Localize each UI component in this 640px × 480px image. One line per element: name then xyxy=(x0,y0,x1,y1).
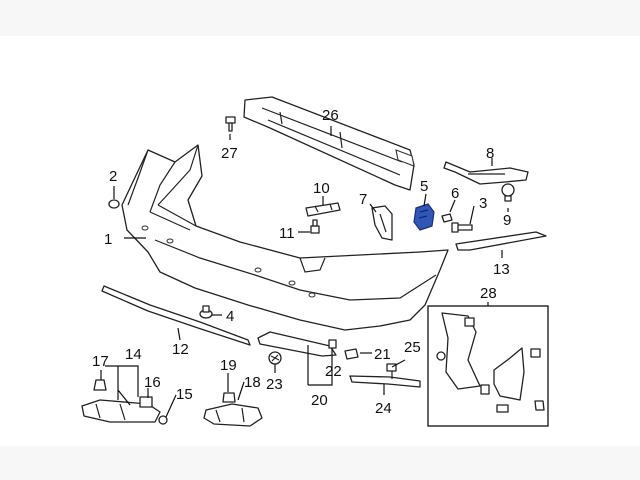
callout-12: 12 xyxy=(172,341,189,358)
callout-15: 15 xyxy=(176,386,193,403)
part-19-bulb[interactable] xyxy=(222,392,236,403)
callout-27: 27 xyxy=(221,145,238,162)
part-16-lamp-socket[interactable] xyxy=(139,396,153,408)
callout-9: 9 xyxy=(503,212,511,229)
part-13-strip[interactable] xyxy=(455,231,547,251)
part-15-screw[interactable] xyxy=(158,415,168,425)
callout-16: 16 xyxy=(144,374,161,391)
part-4-clip[interactable] xyxy=(199,305,213,319)
part-1-bumper-cover[interactable] xyxy=(121,144,449,331)
callout-19: 19 xyxy=(220,357,237,374)
part-25-bolt[interactable] xyxy=(386,363,397,379)
callout-6: 6 xyxy=(451,185,459,202)
part-21-clip[interactable] xyxy=(344,348,359,360)
part-9-nut[interactable] xyxy=(501,183,515,202)
callout-14: 14 xyxy=(125,346,142,363)
part-24-lower-strip[interactable] xyxy=(349,375,421,388)
part-23-bolt[interactable] xyxy=(268,351,282,365)
part-28-mudguard-inset[interactable] xyxy=(427,305,549,427)
callout-23: 23 xyxy=(266,376,283,393)
callout-24: 24 xyxy=(375,400,392,417)
part-5-spacer-bracket[interactable] xyxy=(413,203,435,231)
part-3-bolt[interactable] xyxy=(451,222,473,233)
part-20-lower-bracket[interactable] xyxy=(257,331,337,357)
callout-28: 28 xyxy=(480,285,497,302)
callout-3: 3 xyxy=(479,195,487,212)
part-12-molding[interactable] xyxy=(101,285,251,346)
callout-20: 20 xyxy=(311,392,328,409)
callout-22: 22 xyxy=(325,363,342,380)
callout-10: 10 xyxy=(313,180,330,197)
part-7-side-bracket[interactable] xyxy=(371,205,393,241)
callout-17: 17 xyxy=(92,353,109,370)
callout-18: 18 xyxy=(244,374,261,391)
part-27-bolt[interactable] xyxy=(225,116,236,132)
leader-lines xyxy=(100,126,509,418)
callout-13: 13 xyxy=(493,261,510,278)
part-17-bulb[interactable] xyxy=(93,379,107,391)
part-10-bracket[interactable] xyxy=(305,202,341,217)
part-11-screw[interactable] xyxy=(310,219,320,234)
callout-26: 26 xyxy=(322,107,339,124)
callout-5: 5 xyxy=(420,178,428,195)
callout-11: 11 xyxy=(279,225,295,242)
part-6-screw[interactable] xyxy=(441,213,453,223)
callout-7: 7 xyxy=(359,191,367,208)
callout-8: 8 xyxy=(486,145,494,162)
callout-21: 21 xyxy=(374,346,391,363)
callout-4: 4 xyxy=(226,308,234,325)
callout-2: 2 xyxy=(109,168,117,185)
top-strip xyxy=(0,0,640,36)
callout-25: 25 xyxy=(404,339,421,356)
bottom-strip xyxy=(0,446,640,480)
callout-1: 1 xyxy=(104,231,112,248)
part-8-bracket[interactable] xyxy=(443,161,529,185)
part-2-clip[interactable] xyxy=(108,199,120,209)
part-18-reflector-right[interactable] xyxy=(203,403,263,427)
part-26-reinforcement-beam[interactable] xyxy=(243,96,415,191)
